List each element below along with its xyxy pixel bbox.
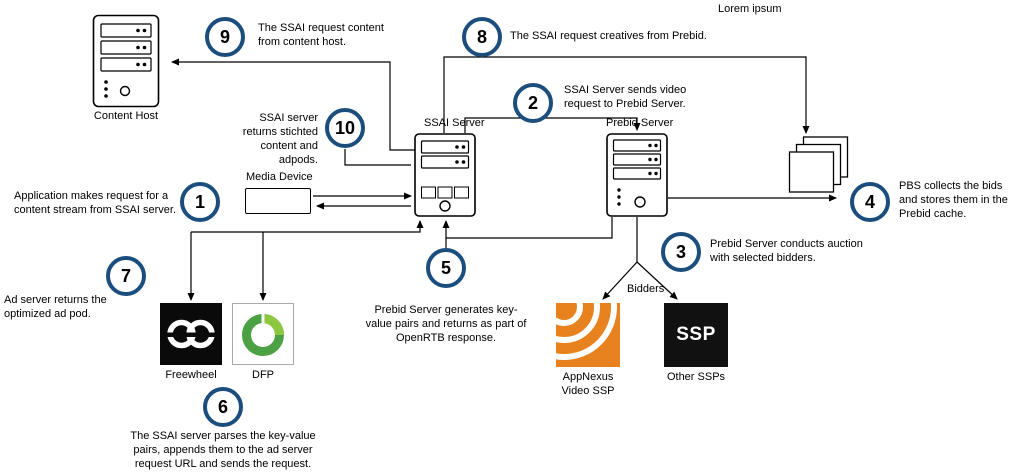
step-4-badge: 4 <box>850 182 890 222</box>
media-device-box <box>245 188 311 214</box>
other-ssps-label: Other SSPs <box>666 371 726 383</box>
dfp-logo-icon <box>232 303 294 365</box>
step-8-badge: 8 <box>462 17 502 57</box>
wire-step8 <box>443 56 810 134</box>
page-title: Lorem ipsum <box>718 3 782 15</box>
appnexus-label: AppNexus Video SSP <box>561 371 615 397</box>
step-3-note: Prebid Server conducts auction with sele… <box>710 238 863 265</box>
step-1-badge: 1 <box>180 182 220 222</box>
step-6-note: The SSAI server parses the key-value pai… <box>130 430 316 471</box>
prebid-cache-icon <box>788 136 849 193</box>
step-6-badge: 6 <box>203 387 243 427</box>
step-5-badge: 5 <box>426 248 466 288</box>
dfp-label: DFP <box>252 369 274 381</box>
content-host-icon <box>92 14 160 108</box>
media-device-label: Media Device <box>246 171 313 183</box>
prebid-server-icon <box>606 133 668 217</box>
step-7-note: Ad server returns the optimized ad pod. <box>4 294 107 321</box>
wire-step5 <box>442 217 613 239</box>
wire-to-otherssp <box>636 261 678 300</box>
freewheel-label: Freewheel <box>165 369 217 381</box>
step-10-note: SSAI server returns stichted content and… <box>242 112 318 167</box>
wire-step10-stem <box>344 149 411 166</box>
step-9-note: The SSAI request content from content ho… <box>258 22 384 49</box>
appnexus-logo-icon <box>556 303 620 367</box>
ssai-server-icon <box>414 133 476 217</box>
other-ssp-box: SSP <box>664 303 728 367</box>
content-host-label: Content Host <box>93 110 159 122</box>
step-9-badge: 9 <box>205 17 245 57</box>
step-3-badge: 3 <box>661 232 701 272</box>
wire-step9 <box>171 58 415 151</box>
step-7-badge: 7 <box>106 256 146 296</box>
freewheel-logo-icon <box>160 303 222 365</box>
step-4-note: PBS collects the bids and stores them in… <box>899 180 1008 221</box>
step-2-badge: 2 <box>513 83 553 123</box>
ssai-server-label: SSAI Server <box>424 117 485 129</box>
step-10-badge: 10 <box>325 108 365 148</box>
prebid-server-label: Prebid Server <box>606 117 674 129</box>
step-8-note: The SSAI request creatives from Prebid. <box>510 30 707 42</box>
ssp-box-text: SSP <box>676 324 716 345</box>
bidders-label: Bidders <box>627 283 665 295</box>
step-1-note: Application makes request for a content … <box>14 190 177 217</box>
step-2-note: SSAI Server sends video request to Prebi… <box>564 84 687 111</box>
wire-to-appnexus <box>602 261 638 300</box>
wire-adserver-return <box>191 220 424 233</box>
wire-step2 <box>464 117 641 133</box>
step-5-note: Prebid Server generates key-value pairs … <box>365 304 527 345</box>
